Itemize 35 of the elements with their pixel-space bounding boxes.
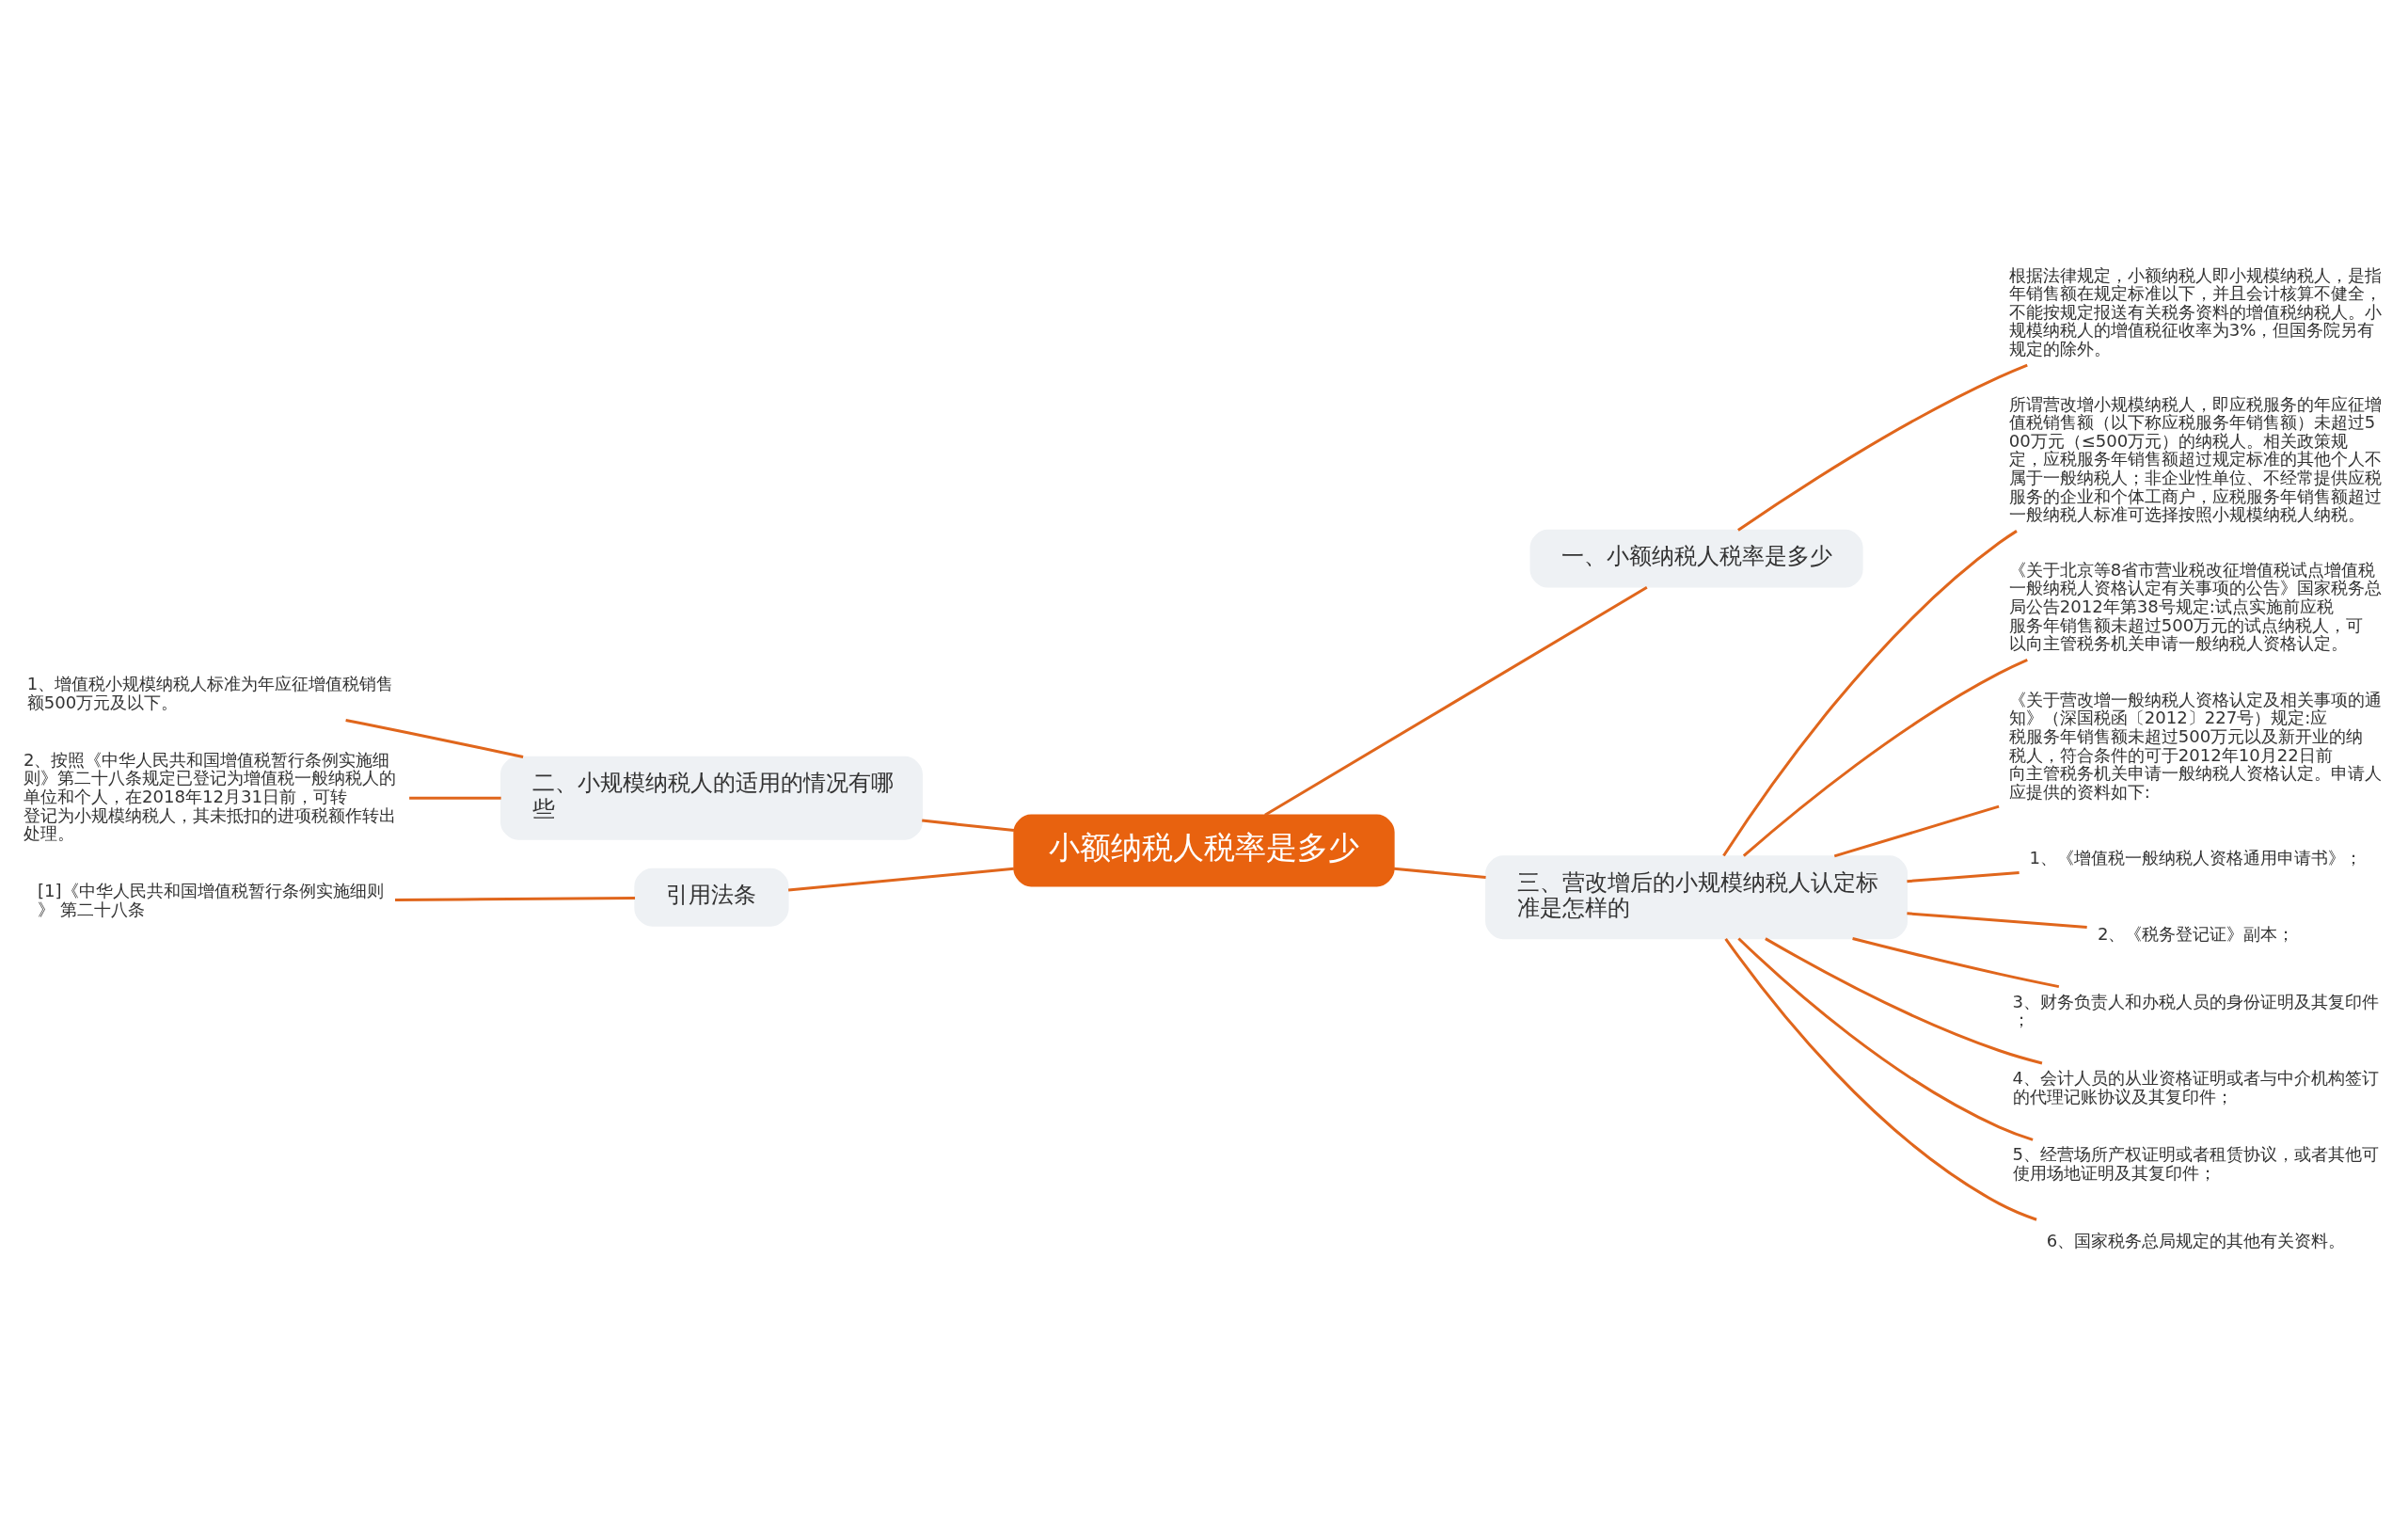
node-text: 1、增值税小规模纳税人标准为年应征增值税销售额500万元及以下。 bbox=[26, 673, 394, 712]
node-text: 所谓营改增小规模纳税人，即应税服务的年应征增值税销售额（以下称应税服务年销售额）未超过500万元（≤500万元）的纳税人。相关政策规定，应税服务年销售额超过规定标准的其他个人不属于一般纳税人；非企业性单位、不经常提供应税服务的企业和个体工商户，应税服务年销售额超过一般纳税人标准可选择按照小规模纳税人纳税。 bbox=[2008, 393, 2382, 524]
node-text: 2、《税务登记证》副本； bbox=[2097, 923, 2295, 944]
connector bbox=[922, 819, 1015, 832]
node-text: 根据法律规定，小额纳税人即小规模纳税人，是指年销售额在规定标准以下，并且会计核算不健全，不能按规定报送有关税务资料的增值税纳税人。小规模纳税人的增值税征收率为3%，但国务院另有规定的除外。 bbox=[2008, 264, 2382, 358]
connector bbox=[1852, 936, 2060, 988]
node-box: 三、营改增后的小规模纳税人认定标准是怎样的 bbox=[1485, 854, 1909, 939]
node-text: 5、经营场所产权证明或者租赁协议，或者其他可使用场地证明及其复印件； bbox=[2012, 1143, 2380, 1183]
node-text: [1]《中华人民共和国增值税暂行条例实施细则》 第二十八条 bbox=[38, 880, 384, 919]
connector bbox=[788, 867, 1015, 892]
connector bbox=[1724, 937, 2037, 1221]
node-box: 一、小额纳税人税率是多少 bbox=[1529, 529, 1863, 588]
node-text: 《关于北京等8省市营业税改征增值税试点增值税一般纳税人资格认定有关事项的公告》国家税务总局公告2012年第38号规定:试点实施前应税服务年销售额未超过500万元的试点纳税人，可以向主管税务机关申请一般纳税人资格认定。 bbox=[2008, 559, 2382, 653]
connector bbox=[1833, 804, 2000, 857]
connector bbox=[1907, 911, 2087, 929]
node-text: 4、会计人员的从业资格证明或者与中介机构签订的代理记账协议及其复印件； bbox=[2012, 1067, 2380, 1106]
node-text: 《关于营改增一般纳税人资格认定及相关事项的通知》（深国税函〔2012〕227号）规定:应税服务年销售额未超过500万元以及新开业的纳税人，符合条件的可于2012年10月22日前向主管税务机关申请一般纳税人资格认定。申请人应提供的资料如下: bbox=[2008, 689, 2382, 802]
node-text: 1、《增值税一般纳税人资格通用申请书》； bbox=[2029, 847, 2363, 867]
connector bbox=[1722, 529, 2018, 856]
connector bbox=[1907, 870, 2020, 883]
connector bbox=[1393, 867, 1486, 879]
connector bbox=[1737, 363, 2028, 532]
connector bbox=[345, 718, 524, 758]
connector bbox=[1765, 936, 2043, 1064]
connector bbox=[1742, 658, 2028, 857]
connector bbox=[409, 796, 501, 800]
node-text: 6、国家税务总局规定的其他有关资料。 bbox=[2046, 1230, 2346, 1250]
connector bbox=[1264, 585, 1648, 817]
node-box: 小额纳税人税率是多少 bbox=[1013, 814, 1395, 886]
node-text: 3、财务负责人和办税人员的身份证明及其复印件； bbox=[2012, 991, 2380, 1029]
node-box: 二、小规模纳税人的适用的情况有哪些 bbox=[499, 756, 923, 840]
node-box: 引用法条 bbox=[634, 867, 789, 927]
connector bbox=[395, 896, 636, 901]
node-text: 2、按照《中华人民共和国增值税暂行条例实施细则》第二十八条规定已登记为增值税一般纳税人的单位和个人，在2018年12月31日前，可转登记为小规模纳税人，其未抵扣的进项税额作转出处理。 bbox=[23, 749, 396, 843]
connector bbox=[1737, 936, 2034, 1141]
